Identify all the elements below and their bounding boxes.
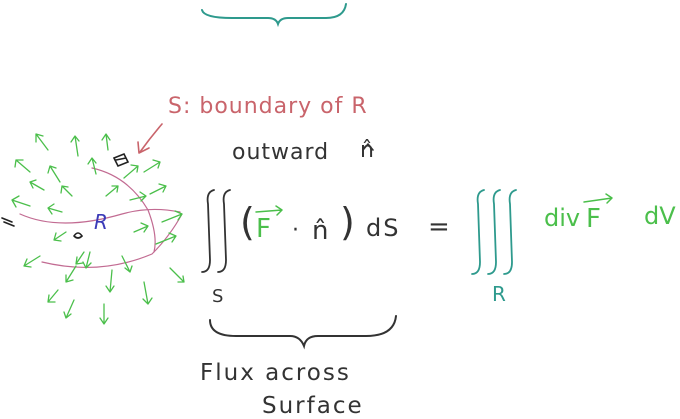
dot-operator: ·: [292, 218, 299, 243]
vector-arrow-F-rhs: [583, 193, 613, 204]
top-brace-teal: [201, 3, 347, 28]
surface-subscript: S: [212, 286, 224, 307]
region-label: R: [94, 210, 108, 234]
equals-sign: =: [428, 212, 450, 242]
double-integral-icon: [201, 189, 231, 273]
divergence-operator: div: [544, 204, 581, 232]
flux-caption-line1: Flux across: [200, 360, 351, 386]
outward-normal-symbol: n̂: [360, 138, 374, 163]
surface-element: dS: [366, 214, 401, 242]
field-scribbles: [1, 152, 130, 239]
flux-brace: [209, 315, 397, 350]
vector-arrow-F-lhs: [255, 205, 283, 216]
outward-label: outward: [232, 140, 330, 165]
close-paren: ): [340, 200, 355, 244]
field-symbol-lhs: F: [256, 214, 271, 244]
boundary-label: S: boundary of R: [168, 94, 368, 119]
open-paren: (: [240, 200, 255, 244]
field-symbol-rhs: F: [586, 204, 601, 234]
region-boundary: [19, 167, 183, 269]
volume-subscript: R: [492, 282, 506, 306]
pointer-arrow: [139, 123, 163, 153]
vector-field-arrows: [11, 133, 185, 325]
outward-n-hat-stroke: [362, 143, 374, 151]
volume-element: dV: [644, 202, 676, 230]
flux-caption-line2: Surface: [262, 393, 364, 419]
pointer-arrowhead: [137, 141, 150, 154]
normal-symbol: n̂: [312, 216, 329, 246]
triple-integral-icon: [471, 189, 517, 275]
